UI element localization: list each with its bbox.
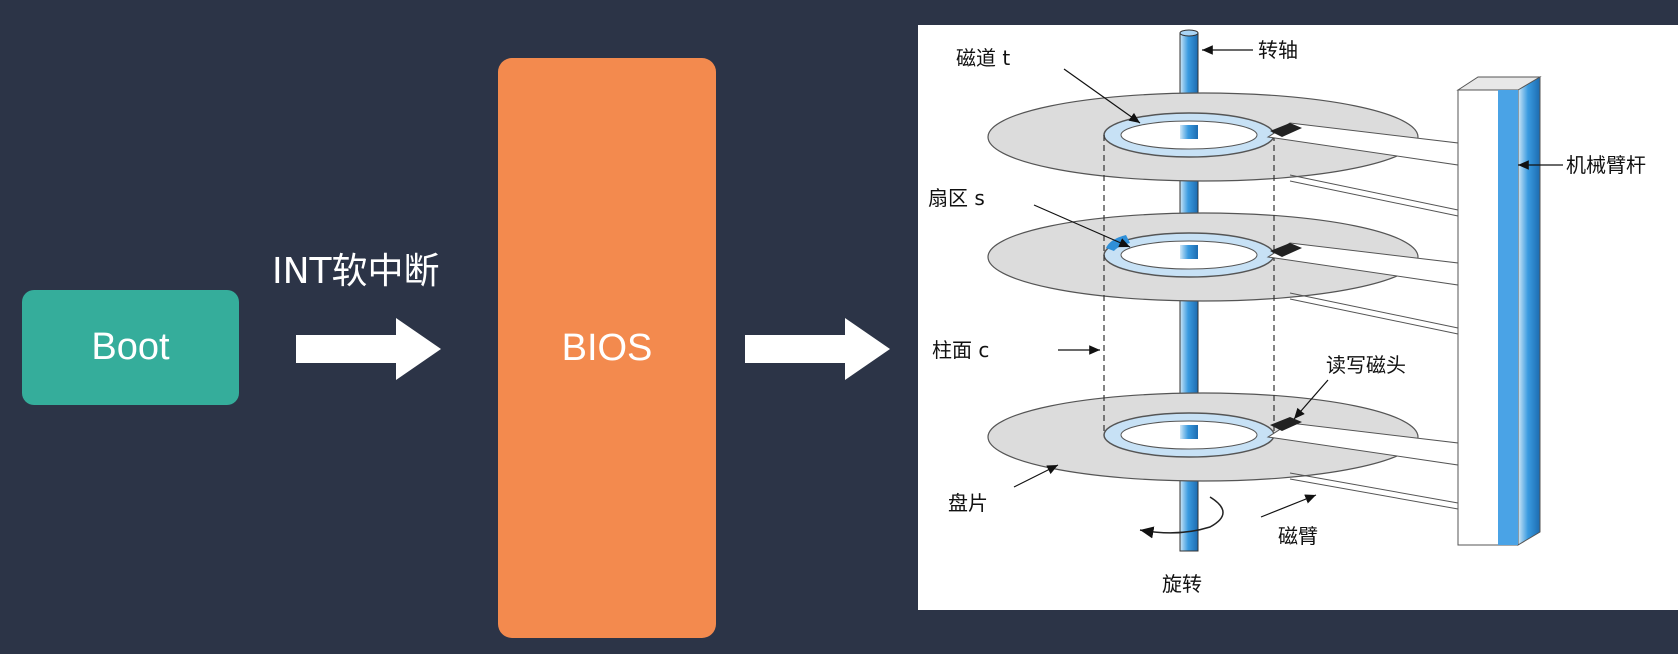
flow-arrow-icon — [296, 318, 441, 380]
arm-top — [1266, 122, 1459, 217]
label-arm-assembly: 机械臂杆 — [1566, 153, 1646, 177]
label-cylinder: 柱面 c — [932, 338, 989, 362]
rotation-arrow-icon — [1139, 496, 1224, 539]
label-platter: 盘片 — [948, 491, 988, 515]
cylinder-outline — [1103, 135, 1275, 435]
label-sector: 扇区 s — [928, 186, 985, 210]
interrupt-label: INT软中断 — [272, 251, 440, 292]
disk-diagram: 磁道 t 转轴 机械臂杆 扇区 s 柱面 c 读写磁头 盘片 磁臂 旋转 — [918, 25, 1678, 610]
arm-pillar — [1456, 76, 1542, 546]
flow-arrow-icon — [745, 318, 890, 380]
bios-box: BIOS — [498, 58, 716, 638]
platter-top — [987, 92, 1419, 182]
label-track: 磁道 t — [956, 46, 1010, 70]
platter-bottom — [987, 392, 1419, 482]
bios-label: BIOS — [561, 326, 653, 369]
label-rotation: 旋转 — [1162, 572, 1202, 596]
label-rw-head: 读写磁头 — [1326, 353, 1406, 377]
arm-middle — [1266, 242, 1459, 335]
label-arm: 磁臂 — [1278, 524, 1318, 548]
boot-box: Boot — [22, 290, 239, 405]
boot-label: Boot — [91, 326, 170, 368]
label-spindle: 转轴 — [1258, 38, 1298, 62]
arm-bottom — [1266, 417, 1459, 510]
